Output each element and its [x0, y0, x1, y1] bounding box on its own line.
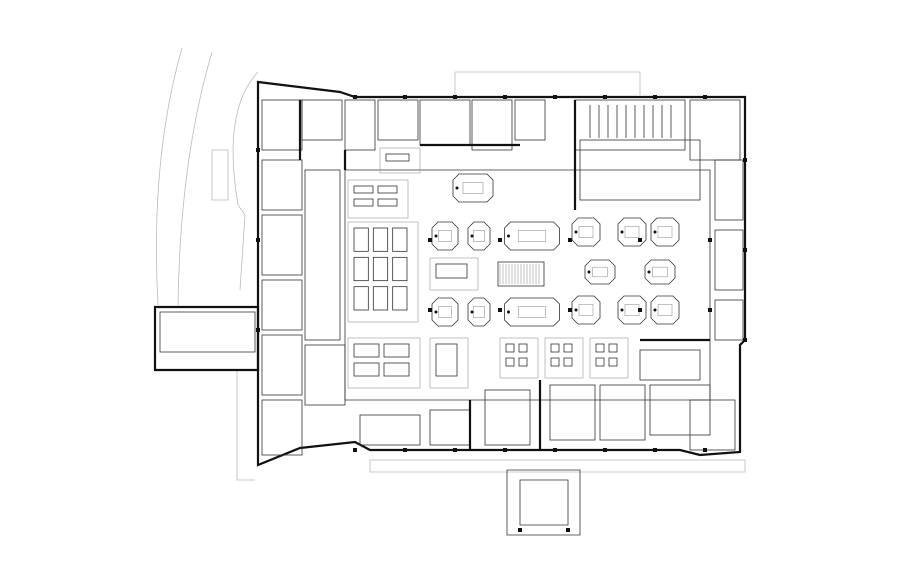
column: [566, 528, 570, 532]
column: [256, 238, 260, 242]
room: [649, 384, 711, 436]
column: [428, 238, 432, 242]
room: [261, 279, 303, 331]
structural-columns: [256, 95, 747, 532]
column: [403, 95, 407, 99]
room: [689, 399, 736, 451]
display-area: [429, 257, 479, 291]
column: [256, 328, 260, 332]
table-cluster: [650, 295, 680, 325]
column: [743, 158, 747, 162]
display-area: [347, 337, 421, 389]
column: [703, 448, 707, 452]
display-area: [429, 337, 469, 389]
column: [553, 448, 557, 452]
room: [304, 169, 341, 341]
table-cluster: [452, 173, 494, 203]
table-cluster: [431, 297, 459, 327]
table-cluster: [644, 259, 676, 285]
room: [419, 99, 471, 146]
column: [743, 338, 747, 342]
room: [714, 229, 744, 291]
column: [603, 95, 607, 99]
column: [568, 308, 572, 312]
display-area: [379, 147, 421, 174]
room: [714, 299, 744, 341]
column: [428, 308, 432, 312]
column: [568, 238, 572, 242]
column: [498, 308, 502, 312]
table-cluster: [650, 217, 680, 247]
escalator: [497, 261, 545, 287]
table-cluster: [571, 295, 601, 325]
column: [503, 448, 507, 452]
room: [261, 334, 303, 396]
room: [574, 99, 686, 151]
room: [261, 399, 303, 456]
column: [353, 95, 357, 99]
room: [471, 99, 513, 151]
display-area: [499, 337, 539, 379]
room: [304, 344, 346, 406]
table-cluster: [431, 221, 459, 251]
room: [549, 384, 596, 441]
table-cluster: [504, 297, 560, 327]
column: [743, 248, 747, 252]
room: [301, 99, 343, 141]
table-cluster: [467, 221, 491, 251]
room: [579, 139, 701, 201]
column: [703, 95, 707, 99]
display-area: [544, 337, 584, 379]
column: [256, 148, 260, 152]
column: [603, 448, 607, 452]
room: [377, 99, 419, 141]
column: [498, 238, 502, 242]
room: [514, 99, 546, 141]
table-cluster: [571, 217, 601, 247]
display-area: [347, 179, 409, 219]
display-area: [347, 221, 419, 323]
table-cluster: [584, 259, 616, 285]
room: [639, 349, 701, 381]
column: [453, 448, 457, 452]
column: [403, 448, 407, 452]
site-lines: [156, 47, 746, 481]
column: [708, 308, 712, 312]
column: [353, 448, 357, 452]
room: [261, 99, 303, 151]
rooms: [159, 99, 744, 456]
furniture-clusters: [347, 147, 680, 389]
room: [429, 409, 471, 446]
table-cluster: [504, 221, 560, 251]
table-cluster: [467, 297, 491, 327]
room: [344, 99, 376, 151]
column: [653, 95, 657, 99]
column: [553, 95, 557, 99]
column: [518, 528, 522, 532]
room: [261, 214, 303, 276]
room: [261, 159, 303, 211]
column: [653, 448, 657, 452]
display-area: [589, 337, 629, 379]
room: [484, 389, 531, 446]
column: [638, 238, 642, 242]
room: [714, 159, 744, 221]
column: [453, 95, 457, 99]
room: [689, 99, 741, 161]
room: [599, 384, 646, 441]
column: [638, 308, 642, 312]
table-cluster: [617, 217, 647, 247]
room: [359, 414, 421, 446]
room: [159, 311, 256, 353]
column: [708, 238, 712, 242]
column: [503, 95, 507, 99]
